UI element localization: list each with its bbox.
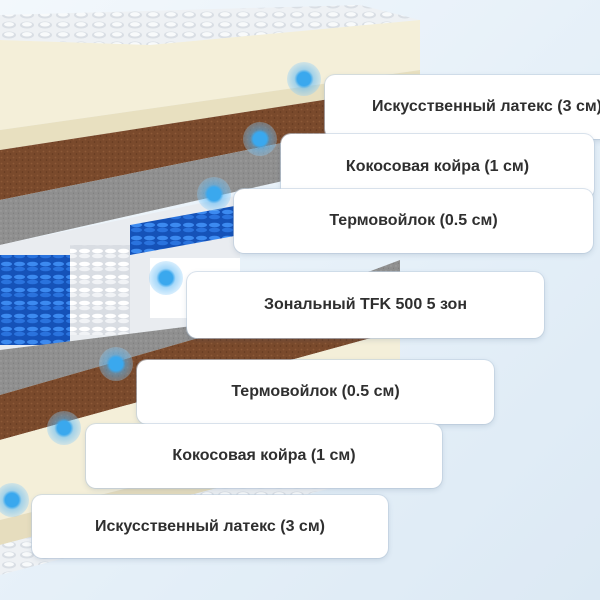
marker-dot-6 bbox=[47, 411, 81, 445]
marker-dot-3 bbox=[197, 177, 231, 211]
spring-zone-blue-left bbox=[0, 255, 70, 345]
marker-dot-5 bbox=[99, 347, 133, 381]
layer-label-spring-block: Зональный TFK 500 5 зон bbox=[187, 272, 544, 338]
marker-dot-1 bbox=[287, 62, 321, 96]
layer-label-bottom-coir: Кокосовая койра (1 см) bbox=[86, 424, 442, 488]
spring-zone-blue-top bbox=[130, 205, 240, 255]
marker-dot-7 bbox=[0, 483, 29, 517]
layer-label-bottom-felt: Термовойлок (0.5 см) bbox=[137, 360, 494, 424]
layer-label-top-felt: Термовойлок (0.5 см) bbox=[234, 189, 593, 253]
top-coir-layer bbox=[0, 85, 420, 200]
spring-zone-white bbox=[70, 245, 130, 335]
marker-dot-4 bbox=[149, 261, 183, 295]
top-latex-layer bbox=[0, 20, 420, 130]
layer-label-top-coir: Кокосовая койра (1 см) bbox=[281, 134, 594, 199]
marker-dot-2 bbox=[243, 122, 277, 156]
layer-label-top-latex: Искусственный латекс (3 см) bbox=[325, 75, 600, 139]
quilted-cover bbox=[0, 5, 420, 45]
layer-label-bottom-latex: Искусственный латекс (3 см) bbox=[32, 495, 388, 558]
